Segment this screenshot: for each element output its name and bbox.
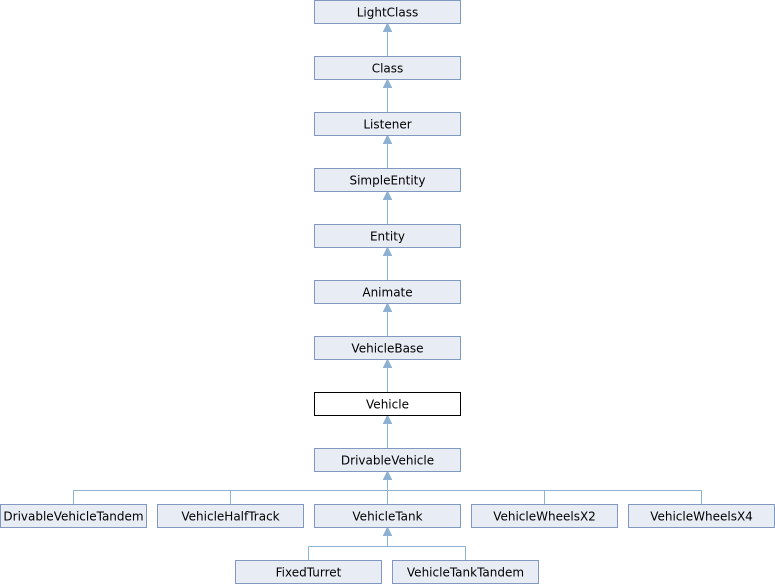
class-box bbox=[314, 392, 461, 416]
class-node-animate[interactable]: Animate bbox=[314, 280, 461, 304]
class-label: Entity bbox=[370, 230, 405, 244]
class-box bbox=[314, 224, 461, 248]
class-node-fixedturret[interactable]: FixedTurret bbox=[235, 560, 382, 584]
class-label: Class bbox=[372, 62, 404, 76]
class-box bbox=[471, 504, 618, 528]
class-label: DrivableVehicleTandem bbox=[3, 510, 143, 524]
arrowhead-vehiclebase bbox=[382, 358, 393, 368]
arrowhead-simpleentity bbox=[382, 190, 393, 200]
class-node-drivablevehicletandem[interactable]: DrivableVehicleTandem bbox=[0, 504, 147, 528]
class-node-vehiclehalftrack[interactable]: VehicleHalfTrack bbox=[157, 504, 304, 528]
class-node-class[interactable]: Class bbox=[314, 56, 461, 80]
arrowhead-animate bbox=[382, 302, 393, 312]
class-node-lightclass[interactable]: LightClass bbox=[314, 0, 461, 24]
class-label: Listener bbox=[363, 118, 411, 132]
inheritance-edges bbox=[73, 22, 702, 561]
class-label: Vehicle bbox=[366, 398, 409, 412]
class-box bbox=[314, 168, 461, 192]
class-node-vehicle: Vehicle bbox=[314, 392, 461, 416]
class-label: Animate bbox=[362, 286, 412, 300]
class-node-vehiclebase[interactable]: VehicleBase bbox=[314, 336, 461, 360]
class-box bbox=[314, 504, 461, 528]
class-box bbox=[314, 280, 461, 304]
arrowhead-entity bbox=[382, 246, 393, 256]
arrowhead-listener bbox=[382, 134, 393, 144]
class-label: VehicleWheelsX2 bbox=[493, 510, 596, 524]
class-box bbox=[314, 56, 461, 80]
class-node-listener[interactable]: Listener bbox=[314, 112, 461, 136]
class-label: SimpleEntity bbox=[349, 174, 425, 188]
class-node-vehiclewheelsx2[interactable]: VehicleWheelsX2 bbox=[471, 504, 618, 528]
arrowhead-drivablevehicle bbox=[382, 470, 393, 480]
class-box bbox=[314, 448, 461, 472]
arrowhead-class bbox=[382, 78, 393, 88]
class-box bbox=[314, 336, 461, 360]
class-label: LightClass bbox=[357, 6, 419, 20]
class-node-entity[interactable]: Entity bbox=[314, 224, 461, 248]
class-node-vehicletank[interactable]: VehicleTank bbox=[314, 504, 461, 528]
class-node-vehiclewheelsx4[interactable]: VehicleWheelsX4 bbox=[628, 504, 775, 528]
class-node-simpleentity[interactable]: SimpleEntity bbox=[314, 168, 461, 192]
arrowhead-lightclass bbox=[382, 22, 393, 32]
class-label: VehicleWheelsX4 bbox=[650, 510, 753, 524]
class-box bbox=[314, 0, 461, 24]
class-label: VehicleBase bbox=[351, 342, 423, 356]
class-label: VehicleHalfTrack bbox=[181, 510, 279, 524]
arrowhead-vehicle bbox=[382, 414, 393, 424]
class-label: FixedTurret bbox=[276, 566, 342, 580]
arrowhead-vehicletank bbox=[382, 526, 393, 536]
class-box bbox=[0, 504, 147, 528]
class-box bbox=[314, 112, 461, 136]
class-node-vehicletanktandem[interactable]: VehicleTankTandem bbox=[392, 560, 539, 584]
class-label: VehicleTank bbox=[352, 510, 422, 524]
class-box bbox=[157, 504, 304, 528]
class-node-drivablevehicle[interactable]: DrivableVehicle bbox=[314, 448, 461, 472]
class-label: VehicleTankTandem bbox=[407, 566, 524, 580]
class-label: DrivableVehicle bbox=[341, 454, 434, 468]
